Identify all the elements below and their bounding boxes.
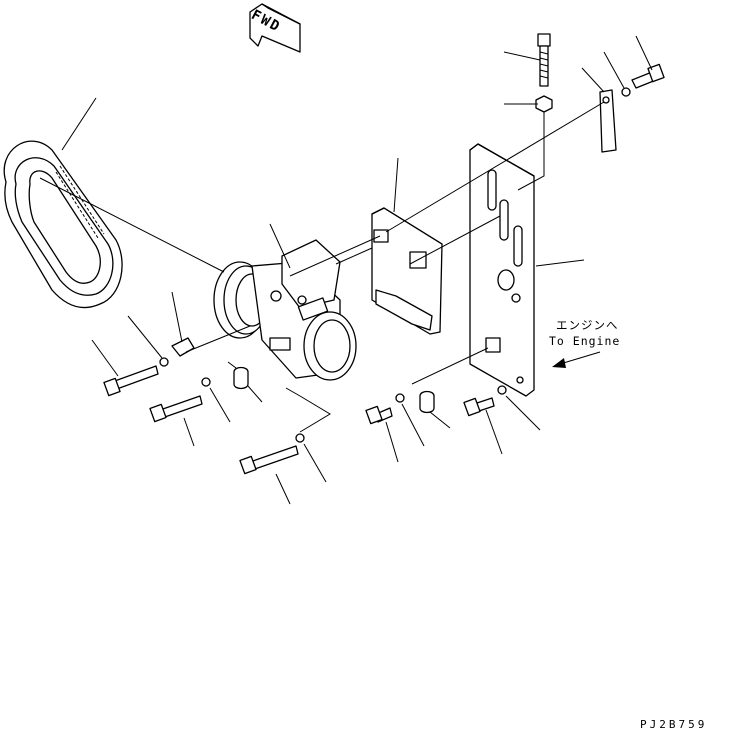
small-bolt-top xyxy=(621,63,665,97)
leader-lines xyxy=(61,35,653,505)
mounting-plate xyxy=(469,143,535,397)
top-bolt xyxy=(535,33,553,113)
drawing-code: PJ2B759 xyxy=(640,718,708,731)
engine-note-en: To Engine xyxy=(549,334,621,348)
engine-note-jp: エンジンへ xyxy=(556,318,619,332)
spacers xyxy=(171,337,435,414)
v-belt xyxy=(3,140,123,309)
lower-bolts xyxy=(103,365,495,475)
washers xyxy=(159,357,507,443)
strap-plate xyxy=(599,89,617,153)
assembly-lines xyxy=(39,101,605,433)
fwd-arrow xyxy=(249,3,301,53)
to-engine-arrow xyxy=(552,351,601,368)
mounting-bracket xyxy=(371,207,443,335)
compressor xyxy=(213,239,357,381)
